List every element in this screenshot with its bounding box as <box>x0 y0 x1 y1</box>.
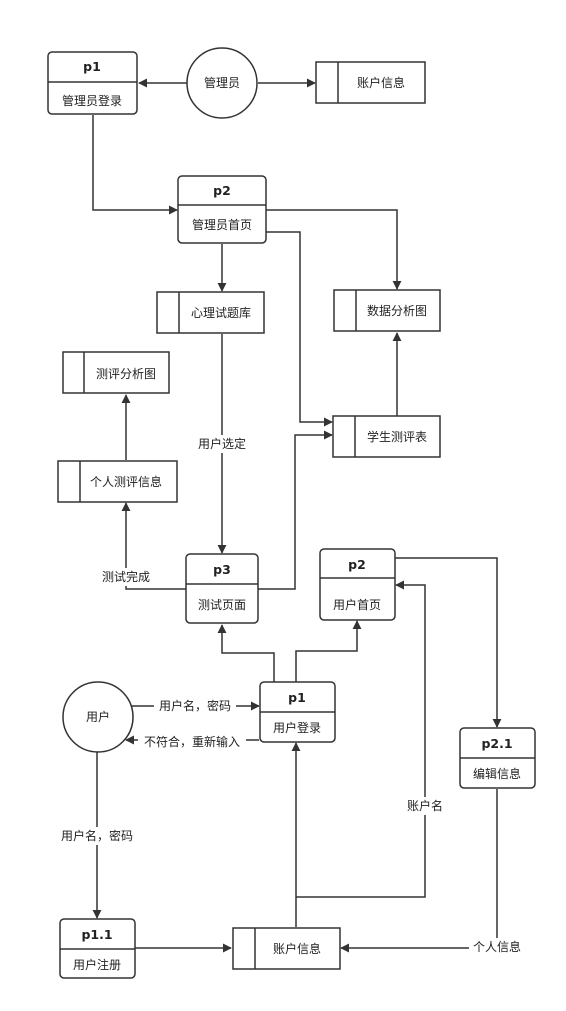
store-name: 账户信息 <box>357 75 405 90</box>
store-data-chart: 数据分析图 <box>333 289 441 332</box>
flow-test-page-to-student-eval <box>258 430 333 590</box>
process-user-home: p2 用户首页 <box>319 548 396 621</box>
store-eval-chart: 测评分析图 <box>62 351 170 394</box>
label-personal-info: 个人信息 <box>473 939 521 954</box>
process-name: 用户首页 <box>333 597 381 612</box>
flow-user-home-to-edit-info <box>395 557 502 728</box>
process-edit-info: p2.1 编辑信息 <box>459 727 536 789</box>
process-id: p2.1 <box>481 736 512 751</box>
flow-admin-home-to-student-eval <box>266 231 333 427</box>
process-name: 测试页面 <box>198 597 246 612</box>
process-test-page: p3 测试页面 <box>185 553 259 624</box>
store-account-bottom: 账户信息 <box>232 927 341 970</box>
label-mismatch: 不符合，重新输入 <box>144 734 240 749</box>
process-admin-home: p2 管理员首页 <box>177 175 267 244</box>
process-user-login: p1 用户登录 <box>259 681 336 743</box>
connectors <box>92 78 502 953</box>
flow-test-page-to-personal-eval <box>121 502 186 590</box>
label-credentials-down: 用户名，密码 <box>61 828 133 843</box>
connector-labels: 用户选定 测试完成 用户名，密码 不符合，重新输入 用户名，密码 账户名 个人信… <box>56 435 525 956</box>
flow-user-login-to-test-page <box>217 624 275 682</box>
store-question-bank: 心理试题库 <box>156 291 265 334</box>
entity-admin: 管理员 <box>186 47 258 119</box>
process-id: p1 <box>288 690 306 705</box>
flow-account-store-to-user-home <box>296 580 426 898</box>
process-id: p2 <box>213 183 231 198</box>
process-id: p2 <box>348 557 366 572</box>
entity-name: 用户 <box>86 709 110 724</box>
store-name: 数据分析图 <box>367 303 427 318</box>
label-test-done: 测试完成 <box>102 569 150 584</box>
store-name: 心理试题库 <box>191 305 251 320</box>
store-student-eval: 学生测评表 <box>332 415 441 458</box>
process-name: 编辑信息 <box>473 766 521 781</box>
flow-admin-home-to-data-chart <box>266 209 402 290</box>
process-id: p1.1 <box>81 927 112 942</box>
process-name: 管理员首页 <box>192 217 252 232</box>
label-account-name: 账户名 <box>407 798 443 813</box>
process-id: p1 <box>83 59 101 74</box>
process-name: 用户注册 <box>73 957 121 972</box>
store-account-top: 账户信息 <box>315 61 426 104</box>
process-name: 用户登录 <box>273 720 321 735</box>
flow-admin-login-to-admin-home <box>92 115 178 215</box>
label-user-select: 用户选定 <box>198 436 246 451</box>
process-name: 管理员登录 <box>62 93 122 108</box>
store-name: 个人测评信息 <box>90 474 162 489</box>
entity-name: 管理员 <box>204 75 240 90</box>
store-name: 测评分析图 <box>96 367 156 381</box>
process-admin-login: p1 管理员登录 <box>47 51 138 115</box>
label-credentials-in: 用户名，密码 <box>159 698 231 713</box>
store-name: 账户信息 <box>273 941 321 956</box>
process-user-register: p1.1 用户注册 <box>59 918 136 979</box>
process-id: p3 <box>213 562 231 577</box>
store-personal-eval: 个人测评信息 <box>57 460 178 503</box>
store-name: 学生测评表 <box>367 429 427 444</box>
flow-user-login-to-user-home <box>295 620 362 682</box>
entity-user: 用户 <box>62 681 134 753</box>
